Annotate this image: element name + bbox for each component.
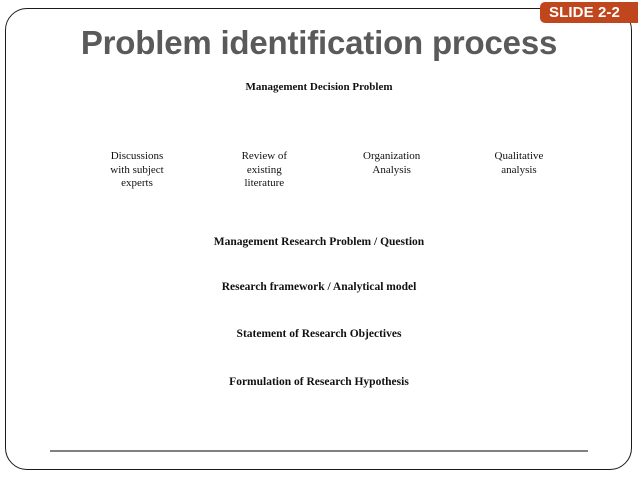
diagram-branch-row: Discussions with subject experts Review … — [78, 150, 578, 191]
slide-number-badge: SLIDE 2-2 — [540, 2, 638, 23]
diagram-branch-qualitative-analysis: Qualitative analysis — [494, 150, 544, 176]
diagram-node-formulation-of-research-hypothesis: Formulation of Research Hypothesis — [229, 376, 409, 388]
diagram-branch-discussions-with-subject-experts: Discussions with subject experts — [110, 150, 164, 189]
diagram-node-management-decision-problem: Management Decision Problem — [245, 81, 393, 93]
diagram-node-management-research-problem: Management Research Problem / Question — [213, 236, 425, 248]
diagram-node-statement-of-research-objectives: Statement of Research Objectives — [236, 328, 402, 340]
diagram-branch-organization-analysis: Organization Analysis — [363, 150, 421, 176]
footer-divider — [50, 450, 588, 452]
page-title: Problem identification process — [80, 24, 558, 61]
slide-frame — [5, 8, 632, 470]
diagram-node-research-framework: Research framework / Analytical model — [221, 281, 417, 293]
diagram-branch-review-of-existing-literature: Review of existing literature — [241, 150, 288, 189]
